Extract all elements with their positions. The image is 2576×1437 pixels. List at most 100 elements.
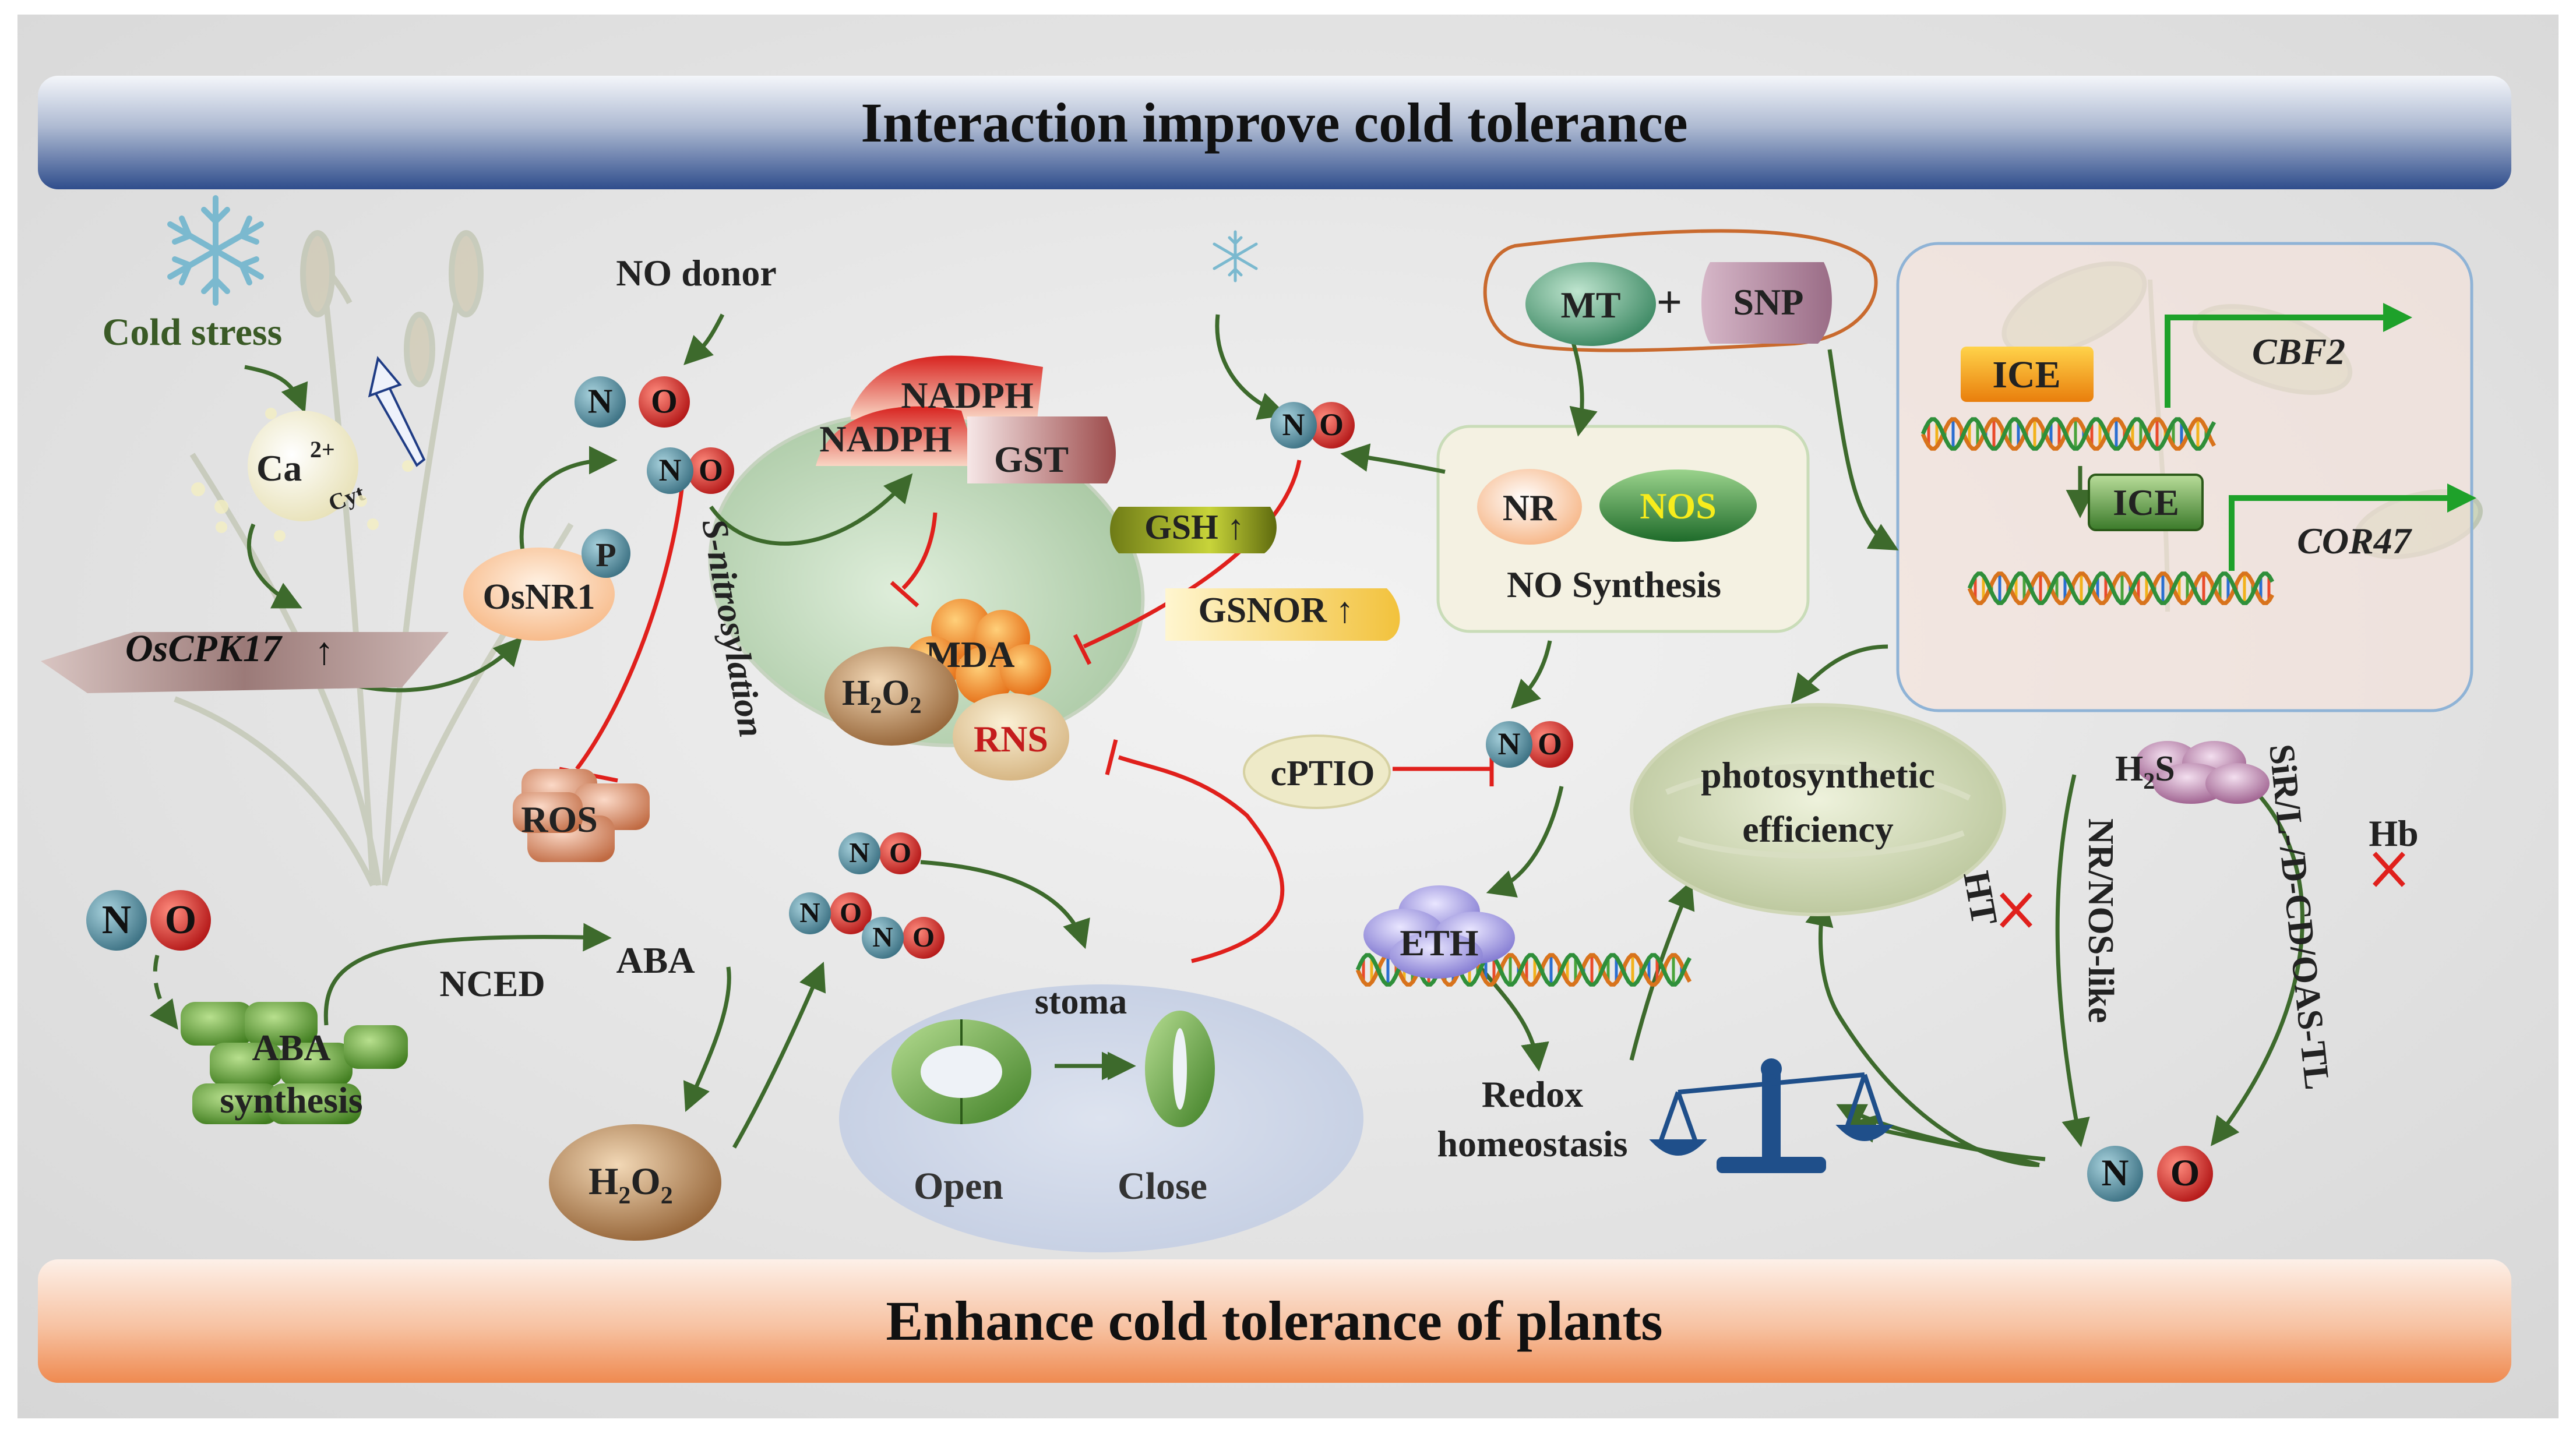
calcium-charge: 2+ [310, 436, 335, 462]
block-marks [2000, 852, 2405, 928]
no-o-label: O [699, 453, 723, 488]
no-oxygen-atom [1308, 402, 1355, 449]
oscpk17-shape [41, 632, 449, 693]
plus-sign: + [1657, 277, 1682, 327]
no-n-label: N [659, 453, 682, 488]
calcium-node [248, 411, 358, 521]
no-oxygen-atom [639, 376, 690, 428]
no-n-label: N [872, 921, 893, 953]
no-o-label: O [840, 896, 862, 928]
no-n-label: N [2102, 1152, 2129, 1194]
osnr1-label: OsNR1 [483, 577, 595, 617]
no-n-label: N [849, 836, 869, 868]
no-nitrogen-atom [575, 376, 626, 428]
no-nitrogen-atom [647, 447, 693, 494]
ice-box-1 [1961, 347, 2094, 402]
aba-synthesis-node [181, 1002, 408, 1124]
up-arrow-icon [368, 356, 426, 467]
gst-label: GST [994, 439, 1069, 480]
stoma-open-icon [891, 1019, 1031, 1124]
balance-scale-icon [1649, 1058, 1894, 1173]
cold-stress-label: Cold stress [103, 311, 283, 354]
snowflake-icon [1213, 230, 1258, 283]
no-nitrogen-atom [2087, 1146, 2143, 1202]
ice-label-1: ICE [1992, 354, 2060, 396]
gsnor-shape [1165, 588, 1400, 641]
ice-box-2 [2088, 474, 2204, 531]
snp-label: SNP [1733, 281, 1804, 323]
footer-bar [38, 1259, 2511, 1383]
phosphate-node [582, 529, 630, 578]
dna-strand [1920, 417, 2216, 451]
aba-label: ABA [616, 940, 695, 981]
no-oxygen-atom [903, 917, 945, 959]
no-donor-label: NO donor [616, 252, 777, 294]
no-o-label: O [889, 836, 911, 868]
eth-node [1363, 885, 1515, 979]
oscpk17-label: OsCPK17 [125, 627, 283, 670]
header-title: Interaction improve cold tolerance [861, 91, 1687, 154]
no-o-label: O [912, 921, 935, 953]
calcium-label: Ca [256, 447, 302, 489]
h2o2-cell-label: H2O2 [842, 673, 921, 718]
no-o-label: O [1319, 407, 1344, 442]
eth-label: ETH [1400, 922, 1478, 963]
stoma-close-label: Close [1118, 1165, 1207, 1207]
no-nitrogen-atom [838, 832, 880, 874]
nadph-shape-2 [816, 406, 979, 466]
gene-arrows [2165, 303, 2476, 571]
no-n-label: N [1498, 726, 1521, 761]
ros-label: ROS [521, 799, 598, 840]
inhibition-lines [559, 460, 1494, 963]
photo-label-1: photosynthetic [1701, 754, 1935, 796]
h2s-node [2135, 741, 2270, 804]
nadph-shape-1 [851, 355, 1043, 419]
nadph-label-2: NADPH [819, 418, 952, 460]
dna-strand [1967, 571, 2275, 605]
mt-label: MT [1560, 284, 1620, 326]
no-o-label: O [1538, 726, 1562, 761]
no-oxygen-atom [2157, 1146, 2213, 1202]
stoma-label: stoma [1035, 982, 1127, 1022]
no-synthesis-label: NO Synthesis [1507, 564, 1721, 605]
snp-node [1701, 262, 1832, 344]
aba-synthesis-label-1: ABA [252, 1027, 330, 1068]
dna-strand [1967, 571, 2275, 605]
chloroplast-node [1630, 703, 2006, 916]
rns-node [953, 693, 1069, 781]
nadph-label-1: NADPH [901, 375, 1034, 416]
gsnor-label: GSNOR ↑ [1199, 591, 1354, 630]
footer-title: Enhance cold tolerance of plants [886, 1290, 1662, 1352]
nos-label: NOS [1640, 485, 1717, 527]
phosphate-label: P [595, 536, 616, 574]
redox-label-2: homeostasis [1437, 1123, 1627, 1164]
no-n-label: N [799, 896, 820, 928]
no-o-label: O [165, 898, 196, 942]
stoma-open-label: Open [914, 1165, 1003, 1207]
redox-label-1: Redox [1482, 1074, 1583, 1115]
h2o2-label: H2O2 [589, 1160, 673, 1209]
no-nitrogen-atom [86, 890, 147, 951]
stoma-panel [839, 984, 1363, 1252]
mt-node [1525, 262, 1656, 346]
no-oxygen-atom [1527, 721, 1573, 768]
hb-label: Hb [2369, 813, 2418, 854]
photo-label-2: efficiency [1742, 808, 1893, 850]
no-oxygen-atom [150, 890, 211, 951]
aba-synthesis-label-2: synthesis [220, 1079, 362, 1121]
no-n-label: N [588, 382, 613, 420]
h2o2-cell-node [824, 647, 958, 746]
no-oxygen-atom [879, 832, 921, 874]
no-nitrogen-atom [1486, 721, 1532, 768]
gst-shape [967, 416, 1116, 483]
nos-node [1599, 469, 1757, 542]
cptio-label: cPTIO [1270, 754, 1375, 793]
osnr1-node [463, 548, 615, 641]
oscpk17-up: ↑ [315, 630, 334, 673]
gsh-shape [1110, 507, 1277, 553]
cor47-label: COR47 [2297, 520, 2413, 562]
ht-label: HT [1955, 868, 2006, 928]
cptio-node [1243, 735, 1391, 809]
no-oxygen-atom [830, 892, 872, 934]
